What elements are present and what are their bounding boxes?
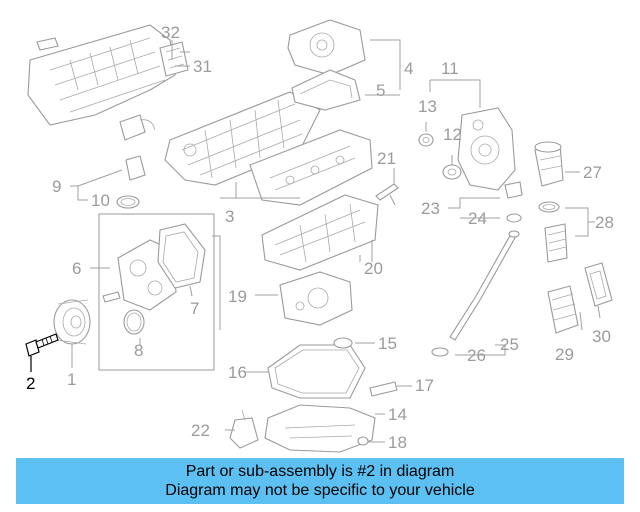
timing-cover <box>457 107 516 191</box>
banner-line-disclaimer: Diagram may not be specific to your vehi… <box>165 482 475 499</box>
callout-16[interactable]: 16 <box>228 363 247 382</box>
cooler-gasket <box>584 262 613 307</box>
oil-filter-element <box>538 201 568 263</box>
dipstick-tube <box>431 230 520 357</box>
oring-15 <box>333 337 353 349</box>
oring-10 <box>116 195 140 209</box>
callout-19[interactable]: 19 <box>228 287 247 306</box>
callout-12[interactable]: 12 <box>443 125 462 144</box>
callout-3[interactable]: 3 <box>225 207 234 226</box>
level-sensor <box>375 183 399 201</box>
callout-24[interactable]: 24 <box>468 209 487 228</box>
front-cover-box <box>98 213 215 371</box>
oil-sensor <box>504 181 523 223</box>
banner-line-part: Part or sub-assembly is #2 in diagram <box>185 463 455 480</box>
timing-cover-upper <box>287 19 366 76</box>
crankshaft-pulley <box>53 299 91 345</box>
oil-pan <box>264 404 376 453</box>
oil-pump <box>279 271 353 326</box>
small-oring-8 <box>123 309 145 335</box>
info-banner: Part or sub-assembly is #2 in diagram Di… <box>16 458 624 504</box>
oil-cooler <box>547 285 579 334</box>
callout-32[interactable]: 32 <box>161 23 180 42</box>
callout-28[interactable]: 28 <box>595 213 614 232</box>
callout-23[interactable]: 23 <box>421 199 440 218</box>
callout-5[interactable]: 5 <box>376 81 385 100</box>
callout-2[interactable]: 2 <box>26 374 35 393</box>
callout-4[interactable]: 4 <box>404 59 413 78</box>
callout-11[interactable]: 11 <box>441 59 459 78</box>
pulley-bolt[interactable] <box>25 333 59 357</box>
callout-13[interactable]: 13 <box>418 97 437 116</box>
callout-15[interactable]: 15 <box>378 334 397 353</box>
intake-manifold <box>27 24 176 141</box>
callout-20[interactable]: 20 <box>364 259 383 278</box>
leader-lines <box>30 39 601 443</box>
valve-cover <box>249 129 373 206</box>
front-cover-gasket <box>157 223 206 289</box>
callout-31[interactable]: 31 <box>193 57 212 76</box>
callout-6[interactable]: 6 <box>72 259 81 278</box>
callouts: 32 31 4 5 11 13 12 21 27 9 10 3 23 24 28… <box>26 23 614 452</box>
callout-1[interactable]: 1 <box>67 370 76 389</box>
oil-filter-housing <box>534 141 564 187</box>
sensor-17 <box>369 381 398 397</box>
small-bolt <box>102 291 121 303</box>
cam-seal <box>418 133 434 147</box>
callout-30[interactable]: 30 <box>592 327 611 346</box>
callout-18[interactable]: 18 <box>388 433 407 452</box>
breather-9 <box>125 155 146 181</box>
callout-8[interactable]: 8 <box>134 341 143 360</box>
callout-14[interactable]: 14 <box>388 405 407 424</box>
crank-seal <box>442 164 462 180</box>
callout-22[interactable]: 22 <box>191 421 210 440</box>
callout-29[interactable]: 29 <box>555 345 574 364</box>
callout-27[interactable]: 27 <box>583 163 602 182</box>
callout-21[interactable]: 21 <box>377 149 396 168</box>
callout-25[interactable]: 25 <box>500 335 519 354</box>
callout-7[interactable]: 7 <box>190 299 199 318</box>
callout-9[interactable]: 9 <box>52 177 61 196</box>
oil-pan-gasket <box>267 344 366 399</box>
callout-10[interactable]: 10 <box>91 191 110 210</box>
ladder-frame <box>261 194 379 271</box>
callout-17[interactable]: 17 <box>415 376 434 395</box>
drain-plug <box>357 436 369 446</box>
oil-level-sensor <box>229 409 259 449</box>
callout-26[interactable]: 26 <box>467 346 486 365</box>
upper-cover-gasket <box>291 69 361 111</box>
